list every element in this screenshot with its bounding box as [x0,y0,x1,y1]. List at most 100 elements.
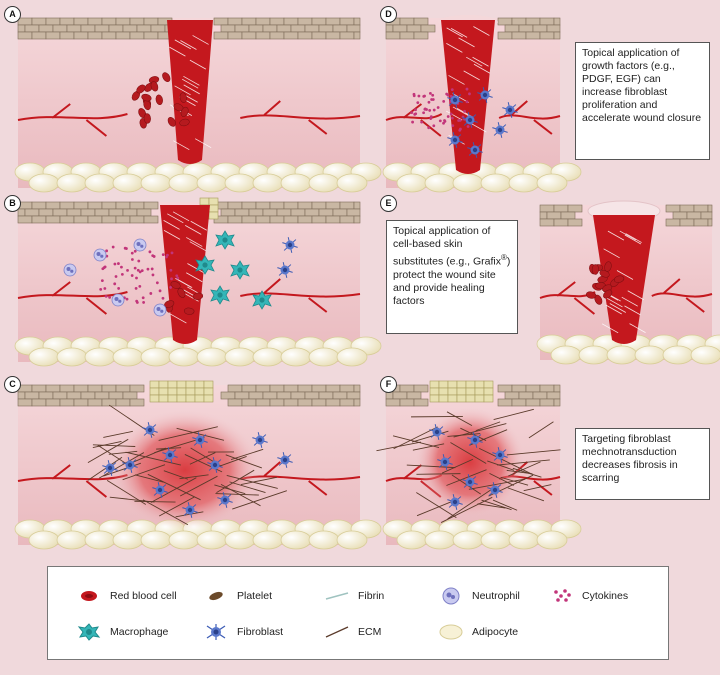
cytokine [416,101,420,105]
panel-c [14,380,382,550]
fibroblast [217,492,233,508]
cytokine [450,116,454,120]
red-blood-cell [604,261,612,272]
cytokine [431,93,435,97]
panel-e-label: E [380,195,397,212]
legend-item-cytokines: Cytokines [548,587,628,605]
new-epidermis-cell [176,380,187,389]
new-epidermis-cell [149,387,160,396]
legend-item-adipocyte: Adipocyte [438,623,518,641]
cytokine [103,287,107,290]
new-epidermis-cell [429,380,440,389]
cytokine [138,270,142,274]
adipocyte [56,173,88,193]
macrophage-icon [77,623,101,641]
panel-f-label: F [380,376,397,393]
caption-panel-e: Topical application of cell-based skin s… [386,220,518,334]
cytokines-icon [554,589,571,602]
epidermis [17,197,361,224]
reduced-scar [415,407,525,517]
wound-clot [441,20,495,174]
cytokine [438,119,442,123]
cytokine [152,255,156,258]
cytokine [101,267,105,271]
new-epidermis-cell [438,380,449,389]
new-epidermis-cell [149,394,160,403]
cytokine [150,267,154,271]
adipocytes [14,162,382,193]
fibroblast [437,454,453,470]
cytokine [442,100,446,103]
adipocyte [196,347,228,367]
legend-item-neutrophil: Neutrophil [438,587,520,605]
cytokine [120,272,124,276]
cytokine [99,287,103,291]
neutrophil [133,238,147,252]
fibroblast [492,122,508,138]
cytokine [417,94,421,98]
cytokine [140,269,144,273]
fibroblast [182,502,198,518]
adipocyte [480,173,512,193]
cytokine [463,109,466,113]
macrophage [210,285,230,305]
new-epidermis-cell [447,380,458,389]
adipocyte [634,345,666,365]
cytokine [468,92,471,96]
cytokine [443,119,446,122]
ecm-fibers [376,408,561,523]
adipocyte [252,347,284,367]
new-epidermis-cell [158,387,169,396]
cytokine [137,259,141,263]
new-epidermis-cell [483,387,494,396]
cytokine [175,274,179,278]
cytokine [146,267,150,271]
red-blood-cell [136,84,146,94]
new-epidermis-cell [474,394,485,403]
fibroblast [252,432,268,448]
red-blood-cell [585,291,597,299]
red-blood-cell [162,72,171,82]
cytokine [105,249,109,253]
new-epidermis-cell [167,380,178,389]
fibroblast [207,457,223,473]
legend-item-red-blood-cell: Red blood cell [76,587,177,605]
adipocyte [140,347,172,367]
epidermis [17,17,361,40]
adipocyte [112,173,144,193]
new-epidermis-cell [208,211,219,220]
new-epidermis-cell [429,394,440,403]
cytokine [459,127,462,131]
cytokine [169,286,172,289]
neutrophil [153,303,167,317]
panel-d [382,15,582,193]
adipocyte [84,347,116,367]
red-blood-cell [167,117,176,127]
adipocyte [396,530,428,550]
fibroblast [429,424,445,440]
adipocytes [382,162,582,193]
adipocyte [56,530,88,550]
red-blood-cells [164,281,204,315]
fibroblast [467,142,483,158]
adipocyte [308,347,340,367]
cytokine [423,94,426,98]
epidermis [539,204,713,227]
cytokine [151,273,155,277]
fibrin-strands [601,230,646,334]
legend: Red blood cell Platelet Fibrin Neutrophi… [47,566,669,660]
adipocytes [382,519,582,550]
cytokine [117,287,121,290]
adipocyte [424,173,456,193]
red-blood-cell [141,93,152,102]
fibroblast [282,237,298,253]
new-epidermis-cell [447,394,458,403]
new-epidermis-cell [194,387,205,396]
adipocyte [140,530,172,550]
fibroblast [487,482,503,498]
new-epidermis-cell [167,387,178,396]
fibrin-strands [163,211,207,324]
panel-e [536,200,720,365]
fibroblast [467,432,483,448]
epidermis [385,380,561,407]
